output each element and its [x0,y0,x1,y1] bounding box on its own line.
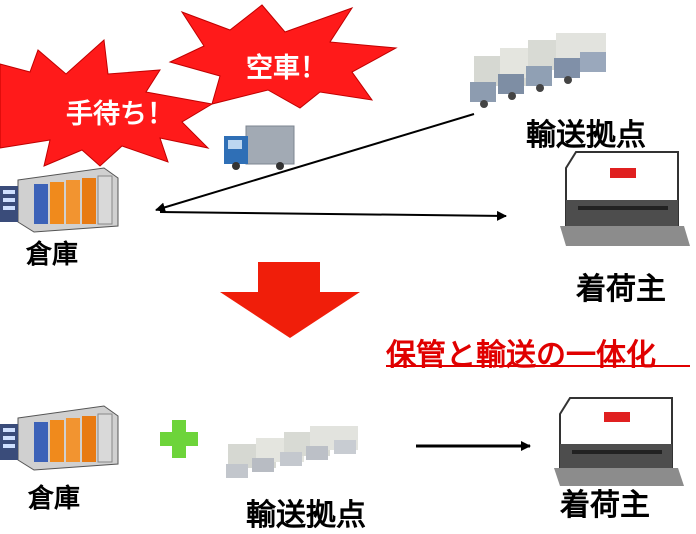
transport-hub-label: 輸送拠点 [526,118,646,153]
empty-truck-burst-label: 空車！ [246,53,327,84]
plus-icon [160,420,198,458]
waiting-burst-label: 手待ち！ [66,99,174,130]
truck-fleet-icon [226,426,358,478]
warehouse-icon [0,405,119,471]
truck-icon [224,125,295,170]
shipper-label: 着荷主 [576,272,666,307]
shipper-label-bottom: 着荷主 [560,488,650,523]
waiting-burst [0,38,214,167]
warehouse-label: 倉庫 [26,240,79,270]
warehouse-icon [0,167,119,233]
transport-hub-label-bottom: 輸送拠点 [246,498,366,533]
empty-truck-burst [168,4,398,109]
down-arrow-icon [220,262,360,338]
warehouse-label-bottom: 倉庫 [28,484,81,514]
hub-to-warehouse-arrow [155,113,475,213]
truck-fleet-icon [470,33,606,108]
shipper-building-icon [560,151,690,246]
caption: 保管と輸送の一体化 [386,338,656,373]
warehouse-to-shipper-arrow [159,210,507,221]
shipper-building-icon [554,397,684,486]
